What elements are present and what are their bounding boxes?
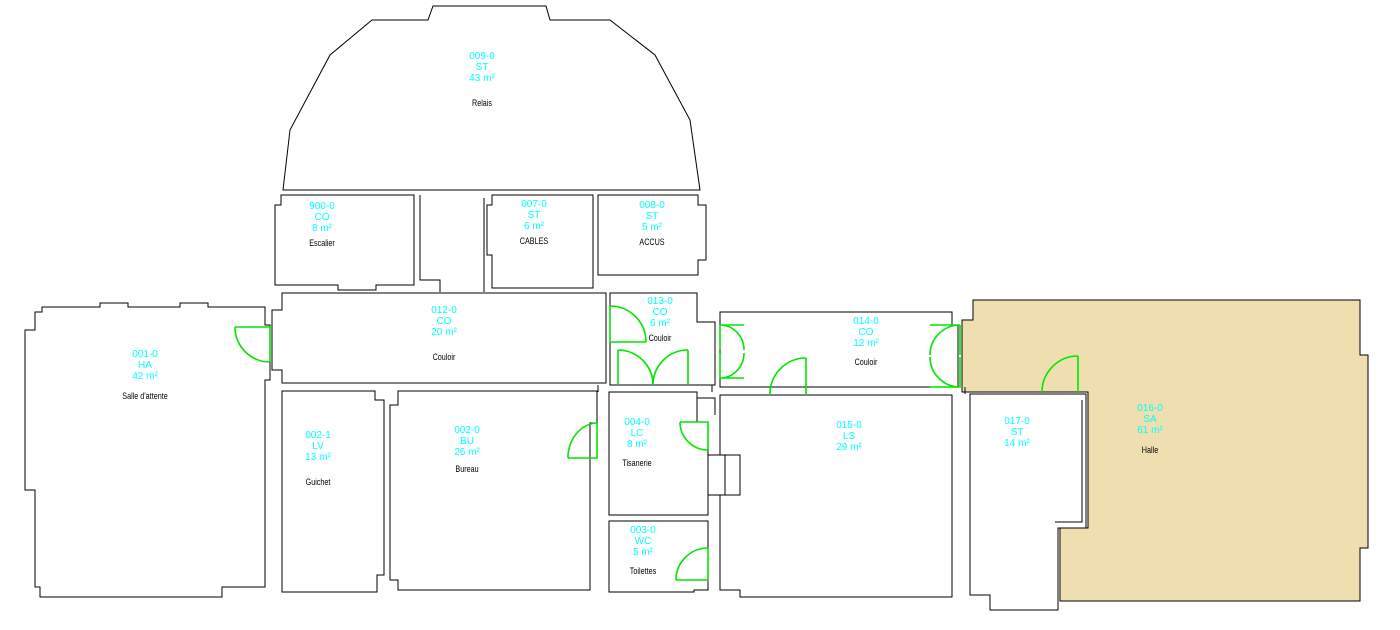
room-area: 5 m² xyxy=(641,222,662,233)
room-012-0-outline[interactable] xyxy=(271,292,607,384)
room-label-015-0[interactable]: 015-0 LS 29 m² xyxy=(836,420,862,453)
stair-wall xyxy=(419,195,485,292)
room-label-012-0[interactable]: 012-0 CO 20 m² Couloir xyxy=(430,305,459,363)
room-type: ST xyxy=(645,211,659,222)
room-label-017-0[interactable]: 017-0 ST 14 m² xyxy=(1004,416,1030,449)
room-id: 014-0 xyxy=(853,316,879,327)
room-area: 13 m² xyxy=(305,452,331,463)
room-type: WC xyxy=(634,536,652,547)
room-007-0-outline[interactable] xyxy=(486,194,594,289)
room-016-0-outline[interactable] xyxy=(961,299,1369,602)
room-label-003-0[interactable]: 003-0 WC 5 m² Toilettes xyxy=(626,525,659,577)
room-008-0-outline[interactable] xyxy=(597,194,707,276)
room-id: 016-0 xyxy=(1137,403,1163,414)
room-id: 002-0 xyxy=(454,425,480,436)
room-label-900-0[interactable]: 900-0 CO 8 m² Escalier xyxy=(306,201,338,249)
room-type: ST xyxy=(527,210,541,221)
room-id: 009-0 xyxy=(469,51,495,62)
room-name: Bureau xyxy=(455,464,479,474)
room-name: Couloir xyxy=(648,333,672,343)
room-area: 6 m² xyxy=(524,221,544,232)
wall-stubs xyxy=(597,321,966,415)
room-area: 42 m² xyxy=(132,371,158,382)
room-area: 5 m² xyxy=(633,547,653,558)
room-014-0-outline[interactable] xyxy=(719,311,959,388)
room-type: ST xyxy=(475,62,489,73)
room-area: 12 m² xyxy=(853,338,879,349)
room-label-002-0[interactable]: 002-0 BU 26 m² Bureau xyxy=(452,425,481,475)
room-type: CO xyxy=(436,316,452,327)
room-type: ST xyxy=(1010,427,1024,438)
room-label-002-1[interactable]: 002-1 LV 13 m² Guichet xyxy=(302,430,333,488)
room-area: 14 m² xyxy=(1004,438,1030,449)
room-type: CO xyxy=(858,327,874,338)
room-002-0-outline[interactable] xyxy=(389,390,598,591)
room-type: LC xyxy=(630,428,644,439)
room-id: 004-0 xyxy=(624,417,650,428)
room-001-0-outline[interactable] xyxy=(24,302,271,598)
room-003-0-outline[interactable] xyxy=(608,520,709,593)
room-id: 002-1 xyxy=(305,430,331,441)
room-label-004-0[interactable]: 004-0 LC 8 m² Tisanerie xyxy=(619,417,656,469)
room-900-0-outline[interactable] xyxy=(274,194,415,291)
room-name: Salle d'attente xyxy=(122,391,168,401)
room-name: Escalier xyxy=(309,238,335,248)
room-area: 20 m² xyxy=(431,327,457,338)
room-area: 43 m² xyxy=(469,73,495,84)
room-label-009-0[interactable]: 009-0 ST 43 m² Relais xyxy=(469,51,495,109)
room-type: CO xyxy=(652,307,668,318)
room-name: Couloir xyxy=(854,357,878,367)
room-name: Relais xyxy=(471,98,493,108)
room-015-0-bay xyxy=(707,454,726,496)
room-id: 013-0 xyxy=(647,296,673,307)
room-name: Halle xyxy=(1141,445,1159,455)
room-009-0-outline[interactable] xyxy=(282,5,701,191)
room-id: 900-0 xyxy=(309,201,335,212)
room-name: Tisanerie xyxy=(622,458,652,468)
room-id: 017-0 xyxy=(1004,416,1030,427)
room-name: Guichet xyxy=(305,477,331,487)
room-area: 29 m² xyxy=(836,442,862,453)
room-name: ACCUS xyxy=(639,237,665,247)
room-area: 26 m² xyxy=(454,447,480,458)
room-type: BU xyxy=(460,436,474,447)
room-label-013-0[interactable]: 013-0 CO 6 m² Couloir xyxy=(646,296,675,344)
room-type: SA xyxy=(1143,414,1157,425)
room-area: 8 m² xyxy=(627,439,647,450)
room-002-1-outline[interactable] xyxy=(281,390,385,593)
room-id: 007-0 xyxy=(521,199,547,210)
room-id: 008-0 xyxy=(639,200,665,211)
room-type: CO xyxy=(314,212,330,223)
room-017-0-outline[interactable] xyxy=(969,393,1087,611)
room-area: 61 m² xyxy=(1137,425,1163,436)
room-label-014-0[interactable]: 014-0 CO 12 m² Couloir xyxy=(852,316,881,368)
room-type: HA xyxy=(138,360,152,371)
room-017-0-inner-wall xyxy=(1055,400,1083,523)
room-area: 6 m² xyxy=(649,318,670,329)
room-id: 003-0 xyxy=(630,525,656,536)
room-label-016-0[interactable]: 016-0 SA 61 m² Halle xyxy=(1137,403,1163,456)
room-label-001-0[interactable]: 001-0 HA 42 m² Salle d'attente xyxy=(117,349,174,402)
room-label-008-0[interactable]: 008-0 ST 5 m² ACCUS xyxy=(636,200,668,248)
room-name: Toilettes xyxy=(629,566,657,576)
room-label-007-0[interactable]: 007-0 ST 6 m² CABLES xyxy=(516,199,552,247)
doors xyxy=(234,305,1079,581)
room-type: LS xyxy=(842,431,856,442)
room-type: LV xyxy=(312,441,324,452)
room-id: 015-0 xyxy=(836,420,862,431)
room-name: Couloir xyxy=(432,352,456,362)
room-id: 001-0 xyxy=(132,349,158,360)
room-id: 012-0 xyxy=(431,305,457,316)
room-name: CABLES xyxy=(519,236,549,246)
room-area: 8 m² xyxy=(311,223,332,234)
room-015-0-notch xyxy=(724,454,741,496)
